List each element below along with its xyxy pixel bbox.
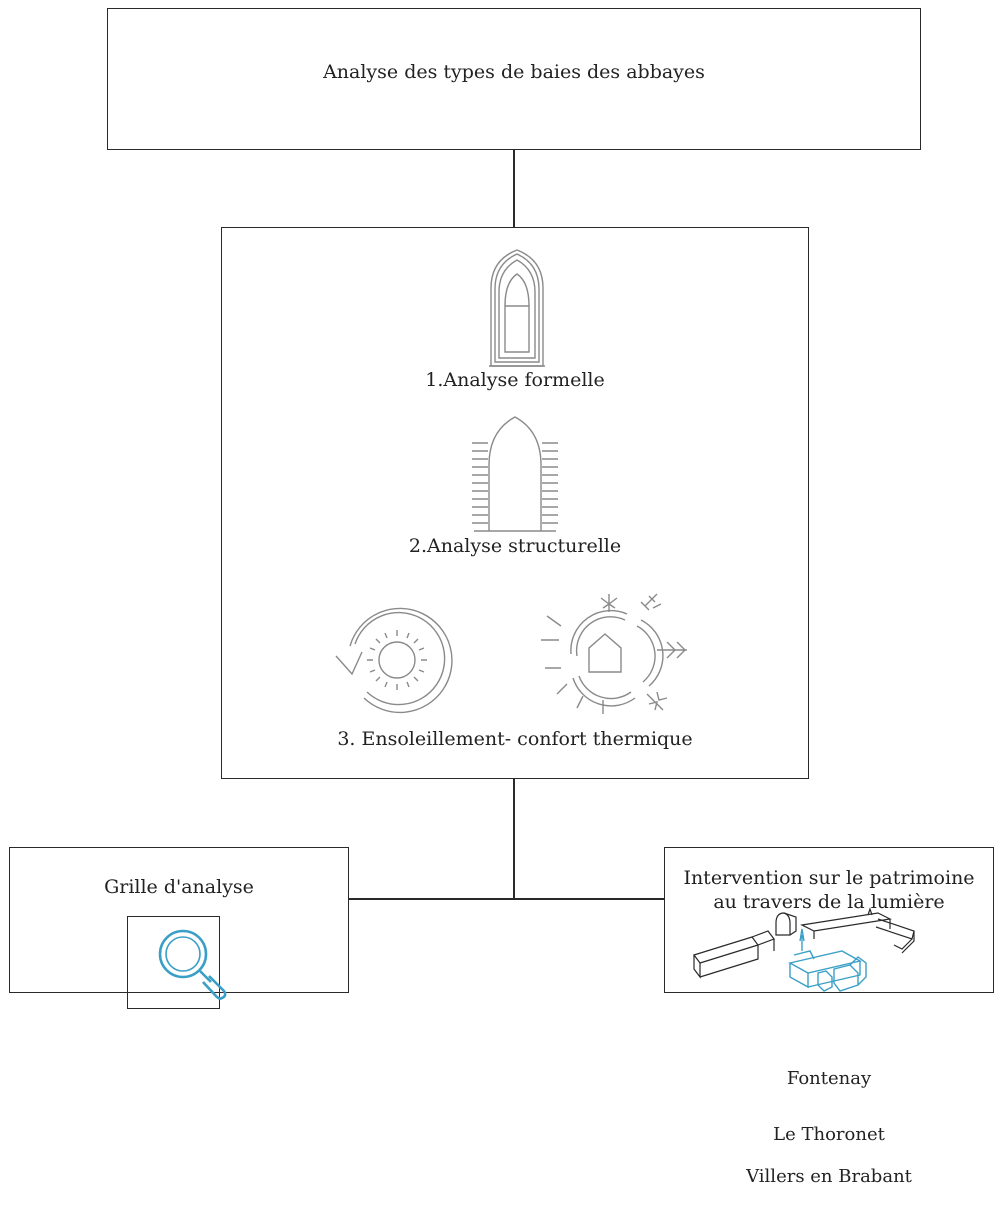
abbey-fontenay: Fontenay bbox=[786, 1068, 872, 1089]
left-node-label: Grille d'analyse bbox=[104, 876, 254, 898]
right-node: Intervention sur le patrimoine au traver… bbox=[664, 847, 994, 993]
right-node-label-line2: au travers de la lumière bbox=[713, 891, 945, 913]
magnifier-icon-frame bbox=[127, 916, 220, 1009]
right-node-label-line1: Intervention sur le patrimoine bbox=[683, 867, 975, 889]
abbey-le-thoronet: Le Thoronet bbox=[773, 1124, 885, 1145]
left-node: Grille d'analyse bbox=[9, 847, 349, 1009]
top-node-label: Analyse des types de baies des abbayes bbox=[323, 61, 705, 83]
connector-middle-down bbox=[513, 778, 515, 900]
abbey-villers-en-brabant: Villers en Brabant bbox=[746, 1166, 912, 1187]
arched-wall-section-icon bbox=[472, 416, 558, 532]
step-1-label: 1.Analyse formelle bbox=[425, 369, 605, 391]
connector-horizontal bbox=[348, 898, 664, 900]
step-2-label: 2.Analyse structurelle bbox=[408, 535, 622, 557]
abbey-plan-icon bbox=[693, 907, 915, 992]
gothic-window-icon bbox=[489, 249, 545, 367]
house-climate-icon bbox=[541, 593, 687, 714]
middle-node: 1.Analyse formelle 2.Analyse structurell… bbox=[221, 227, 809, 779]
sun-cycle-icon bbox=[335, 607, 453, 714]
magnifier-icon bbox=[158, 929, 227, 1000]
connector-top-middle bbox=[513, 150, 515, 228]
top-node: Analyse des types de baies des abbayes bbox=[107, 8, 921, 150]
step-3-label: 3. Ensoleillement- confort thermique bbox=[337, 728, 693, 750]
